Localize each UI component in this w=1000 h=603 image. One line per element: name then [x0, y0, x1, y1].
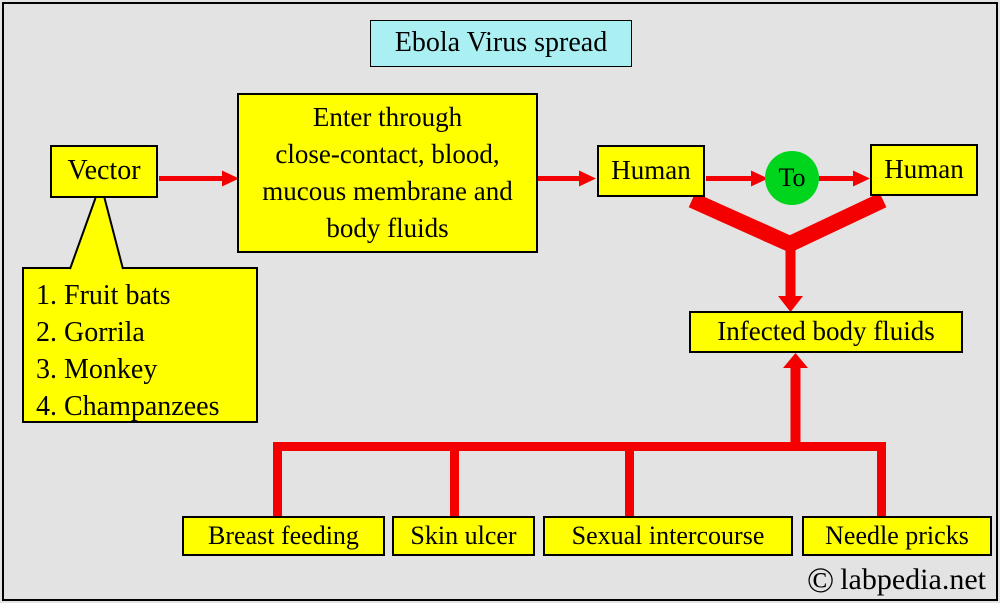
transmission-node-skin-ulcer: Skin ulcer	[392, 516, 535, 556]
copyright-icon: ©	[806, 560, 835, 600]
arrow-to-to-human-right	[819, 170, 870, 187]
infected-body-fluids-node: Infected body fluids	[689, 311, 963, 353]
arrow-vector-to-entry	[159, 170, 239, 187]
transmission-node-needle-pricks: Needle pricks	[802, 516, 992, 556]
to-connector-node: To	[765, 151, 819, 205]
entry-route-node: Enter through close-contact, blood, muco…	[237, 93, 538, 253]
vector-source-item: 3. Monkey	[36, 354, 158, 385]
human-source-node: Human	[597, 145, 705, 197]
diagram-title: Ebola Virus spread	[370, 20, 632, 67]
site-name: labpedia.net	[840, 563, 986, 596]
arrow-human-left-to-to	[706, 170, 768, 187]
humans-merge-v-connector	[688, 192, 887, 253]
arrow-entry-to-human-left	[538, 170, 596, 187]
vector-source-item: 1. Fruit bats	[36, 280, 171, 311]
vector-sources-list: 1. Fruit bats 2. Gorrila 3. Monkey 4. Ch…	[22, 267, 258, 423]
transmission-node-breast-feeding: Breast feeding	[182, 516, 385, 556]
arrow-merge-to-infected	[778, 242, 803, 312]
vector-node: Vector	[50, 145, 158, 198]
human-target-node: Human	[870, 144, 978, 196]
transmission-node-sexual-intercourse: Sexual intercourse	[543, 516, 793, 556]
transmission-bus-line	[273, 442, 886, 517]
vector-source-item: 2. Gorrila	[36, 317, 145, 348]
vector-source-item: 4. Champanzees	[36, 391, 220, 422]
site-watermark: © labpedia.net	[806, 560, 986, 600]
arrow-bus-to-infected	[783, 353, 808, 450]
